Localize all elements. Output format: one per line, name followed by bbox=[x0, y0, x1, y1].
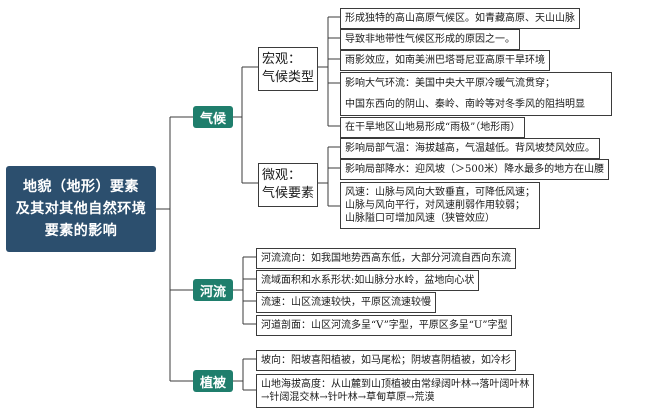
vegetation-item-altitude: 山地海拔高度：从山麓到山顶植被由常绿阔叶林→落叶阔叶林 →针阔混交林→针叶林→草… bbox=[256, 374, 535, 408]
vegetation-altitude-line: →针阔混交林→针叶林→草甸草原→荒漠 bbox=[261, 392, 435, 403]
micro-wind-line: 山脉与风向平行，对风速削弱作用较弱； bbox=[345, 200, 525, 211]
micro-item: 影响局部气温：海拔越高，气温越低。背风坡焚风效应。 bbox=[340, 138, 600, 159]
macro-item: 雨影效应，如南美洲巴塔哥尼亚高原干旱环境 bbox=[340, 50, 550, 71]
macro-label-line-2: 气候类型 bbox=[262, 70, 315, 85]
vegetation-item: 坡向：阳坡喜阳植被，如马尾松；阴坡喜阴植被，如冷杉 bbox=[256, 350, 516, 371]
root-topic: 地貌（地形）要素 及其对其他自然环境 要素的影响 bbox=[6, 166, 156, 252]
macro-label-line-1: 宏观： bbox=[262, 52, 302, 67]
subcategory-micro: 微观： 气候要素 bbox=[258, 163, 318, 207]
micro-item-wind: 风速：山脉与风向大致垂直，可降低风速； 山脉与风向平行，对风速削弱作用较弱； 山… bbox=[340, 182, 540, 229]
river-item: 河道剖面：山区河流多呈“V”字型，平原区多呈“U”字型 bbox=[256, 315, 513, 336]
root-line-1: 地貌（地形）要素 bbox=[23, 179, 139, 195]
macro-item: 影响大气环流：美国中央大平原冷暖气流贯穿； bbox=[345, 78, 555, 89]
micro-item: 影响局部降水：迎风坡（＞500米）降水最多的地方在山腰 bbox=[340, 159, 610, 180]
subcategory-macro: 宏观： 气候类型 bbox=[258, 47, 318, 91]
macro-item: 导致非地带性气候区形成的原因之一。 bbox=[340, 29, 520, 50]
root-line-3: 要素的影响 bbox=[44, 223, 118, 239]
category-vegetation: 植被 bbox=[193, 370, 233, 392]
macro-item: 中国东西向的阴山、秦岭、南岭等对冬季风的阻挡明显 bbox=[345, 99, 585, 110]
river-item: 流域面积和水系形状:如山脉分水岭，盆地向心状 bbox=[256, 270, 480, 291]
micro-wind-line: 风速：山脉与风向大致垂直，可降低风速； bbox=[345, 187, 535, 198]
macro-item: 在干旱地区山地易形成“雨极”（地形雨） bbox=[340, 117, 526, 138]
category-climate: 气候 bbox=[193, 106, 233, 128]
vegetation-altitude-line: 山地海拔高度：从山麓到山顶植被由常绿阔叶林→落叶阔叶林 bbox=[261, 379, 530, 390]
macro-item-group: 影响大气环流：美国中央大平原冷暖气流贯穿； 中国东西向的阴山、秦岭、南岭等对冬季… bbox=[340, 72, 612, 116]
category-rivers: 河流 bbox=[193, 279, 233, 301]
micro-label-line-1: 微观： bbox=[262, 168, 302, 183]
root-line-2: 及其对其他自然环境 bbox=[15, 201, 147, 217]
macro-item: 形成独特的高山高原气候区。如青藏高原、天山山脉 bbox=[340, 8, 580, 29]
river-item: 河流流向：如我国地势西高东低，大部分河流自西向东流 bbox=[256, 248, 516, 269]
river-item: 流速：山区流速较快，平原区流速较慢 bbox=[256, 292, 436, 313]
micro-wind-line: 山脉隘口可增加风速（狭管效应） bbox=[345, 213, 495, 224]
micro-label-line-2: 气候要素 bbox=[262, 186, 315, 201]
